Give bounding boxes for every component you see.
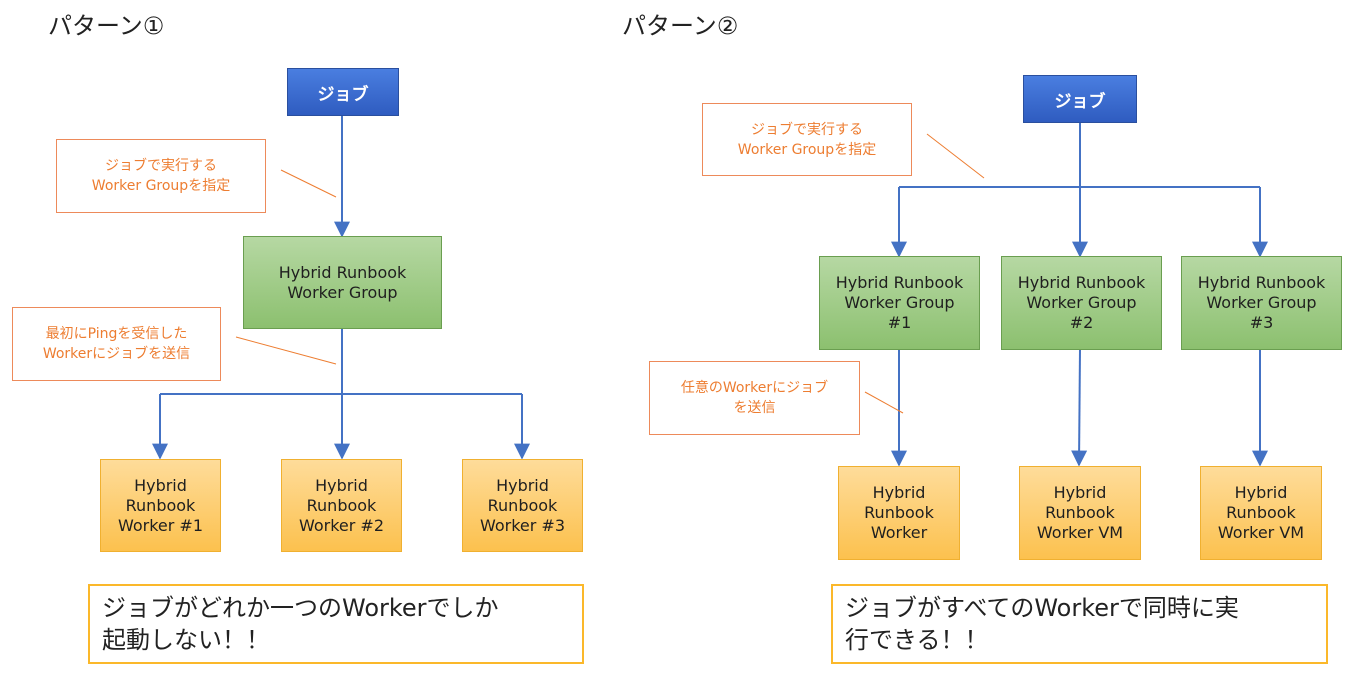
p1-summary-text: ジョブがどれか一つのWorkerでしか 起動しない！！ bbox=[102, 594, 499, 654]
p2-note-leader-1 bbox=[926, 133, 985, 179]
p1-worker-group-box: Hybrid Runbook Worker Group bbox=[243, 236, 442, 329]
p1-worker-1: Hybrid Runbook Worker #1 bbox=[100, 459, 221, 552]
p1-job-box: ジョブ bbox=[287, 68, 399, 116]
p2-note-any-worker: 任意のWorkerにジョブ を送信 bbox=[649, 361, 860, 435]
p2-worker-group-3: Hybrid Runbook Worker Group #3 bbox=[1181, 256, 1342, 350]
p2-worker-group-2: Hybrid Runbook Worker Group #2 bbox=[1001, 256, 1162, 350]
p1-worker-group-label: Hybrid Runbook Worker Group bbox=[278, 262, 407, 302]
p1-worker-1-label: Hybrid Runbook Worker #1 bbox=[117, 475, 204, 535]
p1-worker-2: Hybrid Runbook Worker #2 bbox=[281, 459, 402, 552]
p1-worker-3-label: Hybrid Runbook Worker #3 bbox=[479, 475, 566, 535]
p1-worker-3: Hybrid Runbook Worker #3 bbox=[462, 459, 583, 552]
p1-note-ping: 最初にPingを受信した Workerにジョブを送信 bbox=[12, 307, 221, 381]
p2-worker-3-label: Hybrid Runbook Worker VM bbox=[1217, 483, 1305, 542]
p1-worker-2-label: Hybrid Runbook Worker #2 bbox=[298, 475, 385, 535]
p2-worker-group-2-label: Hybrid Runbook Worker Group #2 bbox=[1017, 273, 1146, 332]
p2-worker-1-label: Hybrid Runbook Worker bbox=[864, 483, 934, 542]
p2-note-leader-2 bbox=[864, 391, 904, 414]
p1-summary-box: ジョブがどれか一つのWorkerでしか 起動しない！！ bbox=[88, 584, 584, 664]
p2-worker-group-3-label: Hybrid Runbook Worker Group #3 bbox=[1197, 273, 1326, 332]
p1-note-worker-group-text: ジョブで実行する Worker Groupを指定 bbox=[91, 158, 231, 194]
p2-note-any-worker-text: 任意のWorkerにジョブ を送信 bbox=[680, 380, 829, 416]
p2-worker-3: Hybrid Runbook Worker VM bbox=[1200, 466, 1322, 560]
pattern-1-title: パターン① bbox=[48, 12, 165, 40]
p2-summary-text: ジョブがすべてのWorkerで同時に実 行できる！！ bbox=[845, 594, 1239, 654]
p1-note-worker-group: ジョブで実行する Worker Groupを指定 bbox=[56, 139, 266, 213]
p2-worker-2: Hybrid Runbook Worker VM bbox=[1019, 466, 1141, 560]
p2-worker-2-label: Hybrid Runbook Worker VM bbox=[1036, 483, 1124, 542]
p1-note-ping-text: 最初にPingを受信した Workerにジョブを送信 bbox=[42, 326, 191, 362]
p2-note-worker-group-text: ジョブで実行する Worker Groupを指定 bbox=[737, 121, 877, 158]
p1-job-label: ジョブ bbox=[317, 84, 369, 105]
p1-note-leader-2 bbox=[235, 336, 337, 365]
p2-worker-1: Hybrid Runbook Worker bbox=[838, 466, 960, 560]
p2-summary-box: ジョブがすべてのWorkerで同時に実 行できる！！ bbox=[831, 584, 1328, 664]
p2-job-label: ジョブ bbox=[1054, 91, 1106, 112]
p2-worker-group-1-label: Hybrid Runbook Worker Group #1 bbox=[835, 273, 964, 332]
p2-job-box: ジョブ bbox=[1023, 75, 1137, 123]
p2-note-worker-group: ジョブで実行する Worker Groupを指定 bbox=[702, 103, 912, 176]
p1-note-leader-1 bbox=[280, 169, 337, 198]
p2-worker-group-1: Hybrid Runbook Worker Group #1 bbox=[819, 256, 980, 350]
pattern-2-title: パターン② bbox=[622, 12, 739, 40]
p2-group-2-to-worker-arrow bbox=[1071, 348, 1088, 467]
